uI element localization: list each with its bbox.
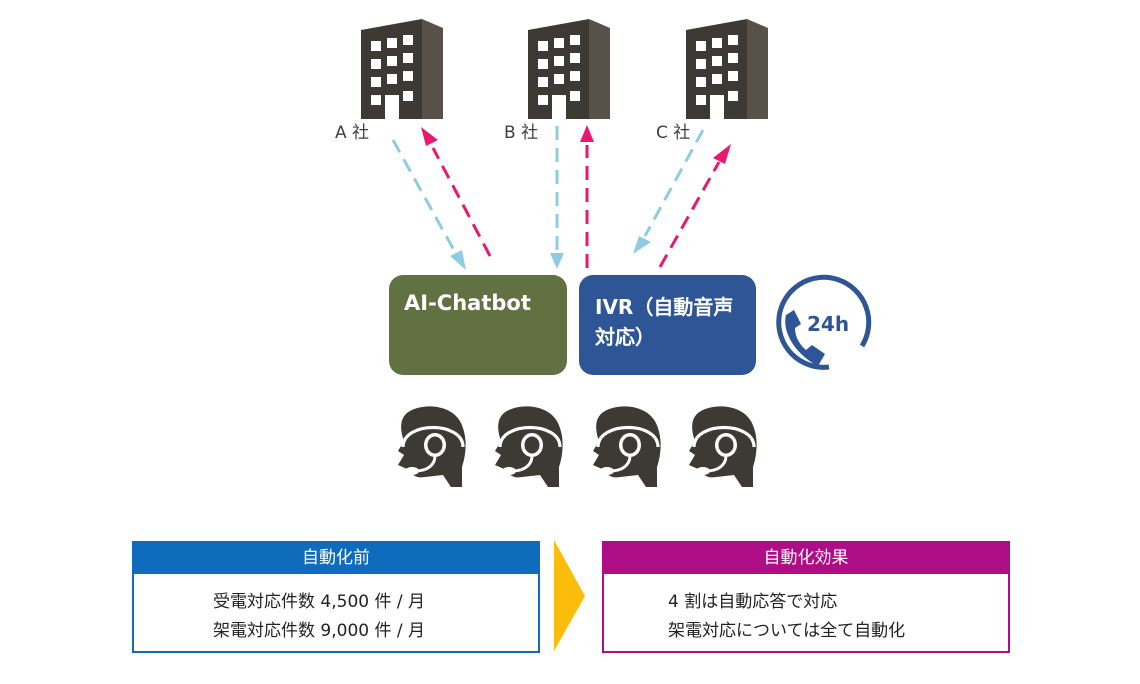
after-panel: 自動化効果 4 割は自動応答で対応 架電対応については全て自動化	[602, 541, 1010, 653]
after-panel-line1: 4 割は自動応答で対応	[668, 592, 838, 612]
arrow-a-outgoing	[421, 127, 492, 257]
building-icon-a	[361, 19, 443, 119]
company-label-b: B 社	[504, 123, 539, 143]
after-panel-title: 自動化効果	[604, 543, 1008, 574]
arrow-c-incoming	[633, 129, 705, 254]
agent-icon-3	[591, 404, 663, 489]
building-icon-b	[528, 19, 610, 119]
chatbot-title: AI-Chatbot	[404, 291, 531, 315]
before-panel-line2: 架電対応件数 9,000 件 / 月	[213, 621, 426, 641]
ivr-title-line1: IVR（自動音声	[595, 295, 734, 319]
phone-24h-icon	[776, 274, 872, 370]
ivr-title-line2: 対応）	[595, 325, 655, 349]
company-label-a: A 社	[335, 123, 370, 143]
before-panel-line1: 受電対応件数 4,500 件 / 月	[213, 592, 426, 612]
arrow-b-outgoing	[580, 125, 594, 268]
transition-arrow-icon	[554, 540, 585, 651]
arrow-a-incoming	[391, 139, 466, 270]
agent-icon-4	[687, 404, 759, 489]
arrow-b-incoming	[550, 126, 564, 269]
ivr-box: IVR（自動音声 対応）	[579, 275, 756, 375]
arrow-c-outgoing	[658, 144, 731, 268]
before-panel-title: 自動化前	[134, 543, 538, 574]
agent-icon-2	[493, 404, 565, 489]
chatbot-box: AI-Chatbot	[389, 275, 567, 375]
agent-icon-1	[396, 404, 468, 489]
before-panel: 自動化前 受電対応件数 4,500 件 / 月 架電対応件数 9,000 件 /…	[132, 541, 540, 653]
building-icon-c	[686, 19, 768, 119]
company-label-c: C 社	[656, 123, 691, 143]
after-panel-line2: 架電対応については全て自動化	[668, 621, 906, 641]
badge-24h-label: 24h	[807, 312, 850, 336]
